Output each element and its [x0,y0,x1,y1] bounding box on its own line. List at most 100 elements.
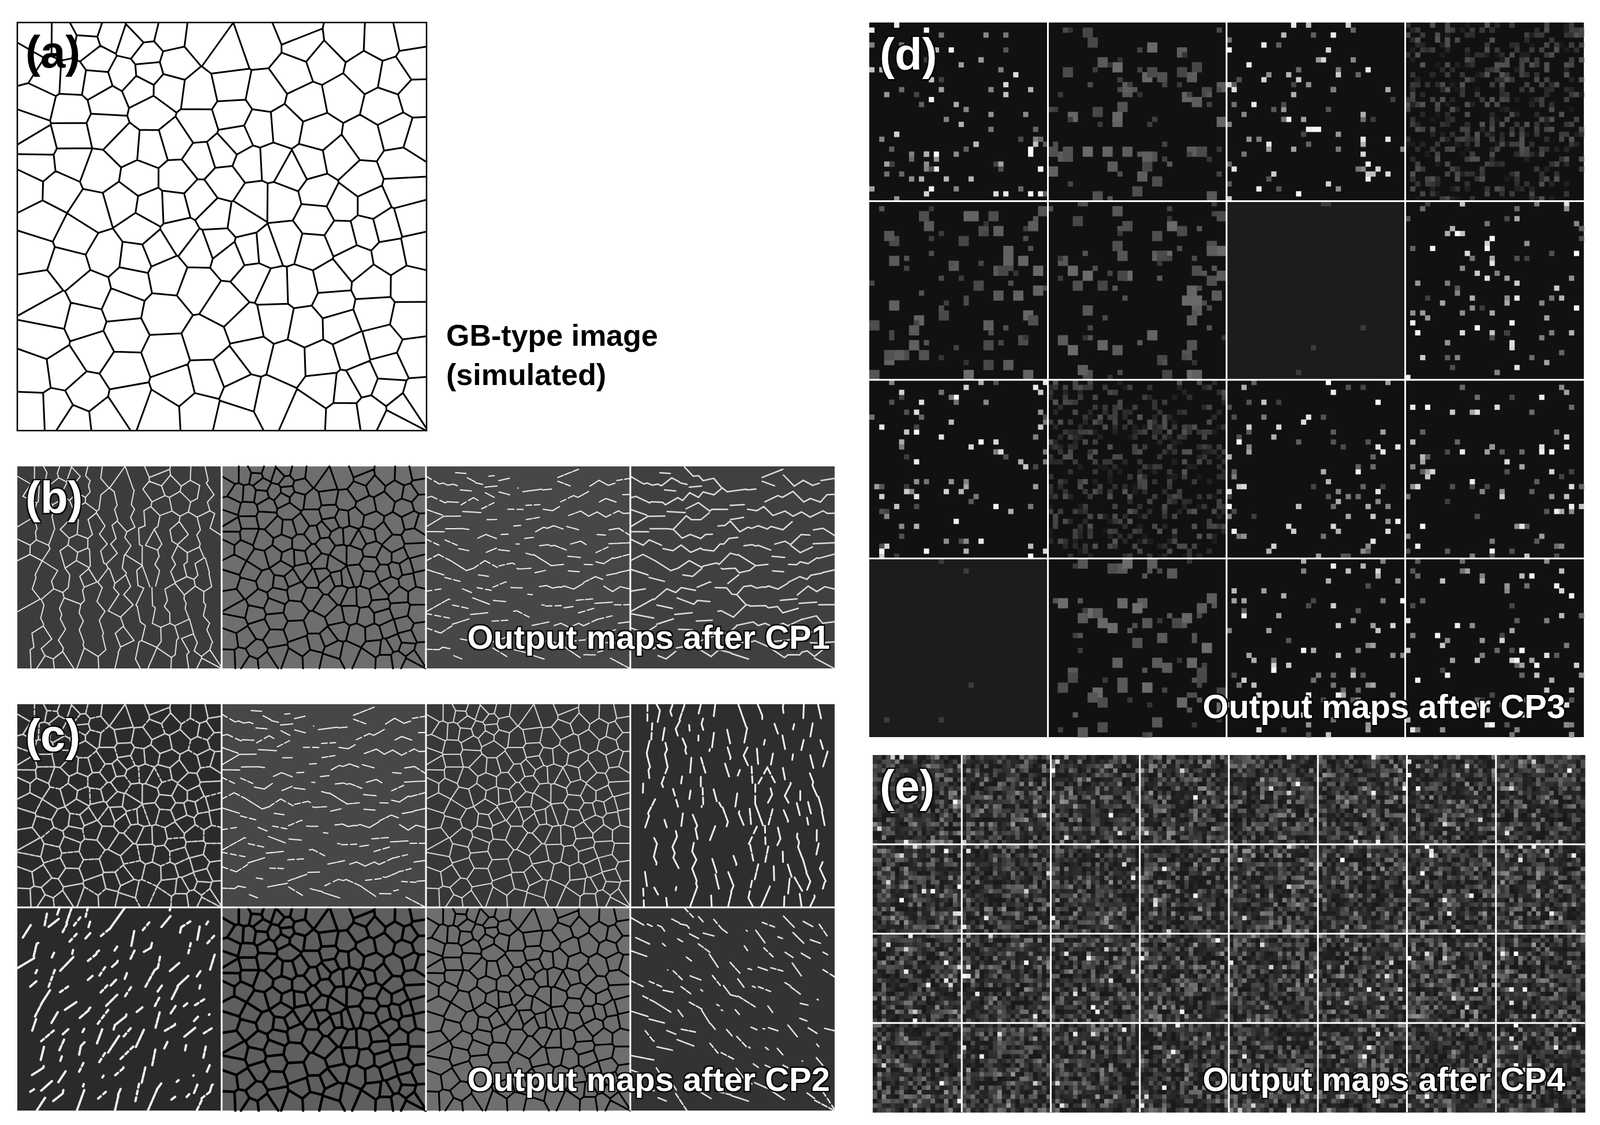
map-pixel [918,176,925,182]
map-pixel [1112,543,1118,549]
map-pixel [1023,464,1029,470]
map-pixel [1186,464,1192,470]
map-pixel [1117,225,1123,231]
map-pixel [1464,186,1471,192]
map-pixel [879,424,885,430]
map-pixel [1380,449,1386,455]
map-pixel [1117,171,1123,177]
map-pixel [1419,32,1426,38]
map-pixel [1578,166,1584,172]
map-pixel [1171,439,1177,445]
map-pixel [1549,161,1555,167]
map-pixel [1092,449,1098,455]
cp2-maps [17,704,835,1111]
map-pixel [1270,543,1277,549]
map-pixel [1097,434,1103,440]
map-pixel [1419,166,1426,172]
map-pixel [1489,146,1495,152]
map-pixel [1062,389,1068,395]
map-pixel [1127,434,1133,440]
map-pixel [1539,394,1545,400]
map-pixel [1216,454,1222,460]
map-pixel [1182,449,1188,455]
map-pixel [884,161,890,167]
map-pixel [1216,498,1222,504]
map-pixel [1067,494,1074,500]
map-pixel [1161,434,1168,440]
map-pixel [1544,62,1550,68]
map-pixel [1425,151,1431,157]
feature-map [1048,558,1228,738]
map-pixel [1146,330,1158,341]
map-pixel [1037,191,1044,197]
map-pixel [1524,181,1530,187]
map-pixel [943,488,949,495]
map-pixel [1102,409,1108,416]
map-pixel [1370,171,1376,177]
map-pixel [1152,116,1158,122]
map-pixel [1137,171,1148,182]
map-pixel [1127,473,1133,480]
map-pixel [1176,488,1183,495]
map-pixel [1112,419,1118,425]
map-pixel [1350,618,1356,624]
map-pixel [1469,295,1475,301]
map-pixel [1191,96,1203,108]
map-pixel [1385,503,1391,510]
feature-map [1405,379,1585,559]
map-pixel [1559,295,1565,301]
map-pixel [1568,509,1575,515]
map-pixel [1519,131,1525,137]
map-pixel [1112,424,1118,430]
map-pixel [1132,484,1138,490]
map-pixel [1410,310,1416,316]
map-pixel [1449,166,1456,172]
map-pixel [1469,255,1475,261]
map-pixel [1410,96,1416,103]
map-pixel [958,236,970,247]
map-ground [869,379,1049,559]
map-pixel [1211,494,1217,500]
map-pixel [1578,77,1584,83]
map-pixel [1097,414,1103,420]
map-pixel [1514,523,1520,529]
map-pixel [1291,81,1297,88]
map-pixel [909,324,920,336]
map-pixel [1137,538,1143,544]
map-pixel [1102,146,1113,157]
map-pixel [1310,484,1317,490]
map-pixel [1534,151,1540,157]
map-pixel [1211,290,1222,301]
map-pixel [1553,81,1560,88]
map-pixel [1459,151,1465,157]
map-pixel [1167,429,1173,435]
map-pixel [1539,81,1545,88]
map-pixel [1489,156,1495,162]
map-pixel [1058,91,1064,97]
map-pixel [879,548,885,554]
map-pixel [1072,543,1078,549]
map-pixel [1494,22,1500,28]
map-pixel [1077,523,1083,529]
map-pixel [1112,389,1118,395]
map-pixel [1132,637,1143,649]
map-pixel [1429,131,1435,137]
map-pixel [1331,389,1337,395]
map-pixel [1499,91,1505,97]
map-pixel [1023,225,1029,231]
map-pixel [924,151,930,157]
map-pixel [1117,469,1123,475]
map-pixel [1499,57,1505,63]
map-pixel [1052,384,1059,391]
map-pixel [1519,57,1525,63]
map-pixel [1489,27,1495,33]
map-pixel [1033,136,1039,142]
map-pixel [1325,47,1332,53]
map-pixel [933,156,940,162]
map-pixel [1544,66,1550,73]
map-pixel [1087,692,1098,704]
map-pixel [1385,518,1391,525]
map-pixel [1479,166,1485,172]
map-pixel [1112,464,1118,470]
map-pixel [1196,533,1202,540]
